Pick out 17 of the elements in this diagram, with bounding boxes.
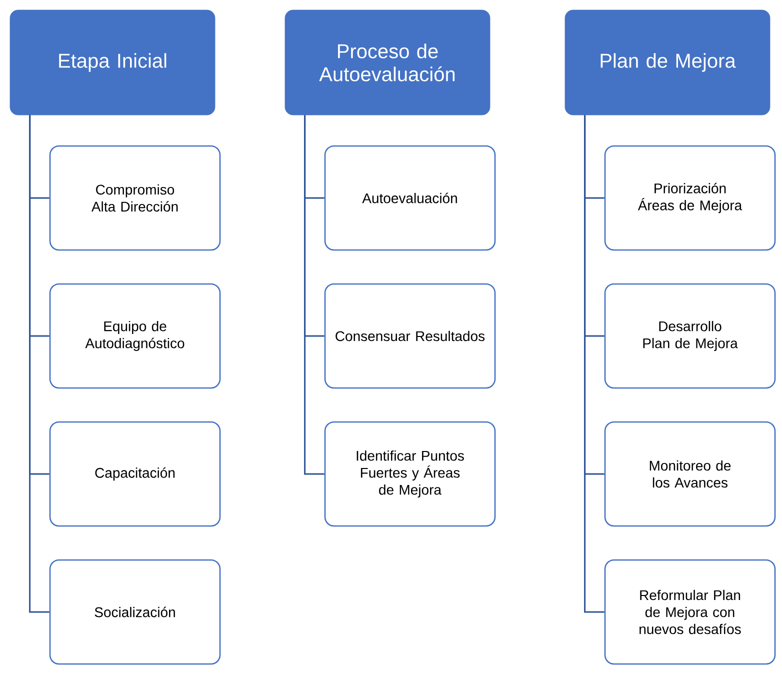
step-box: Equipo de Autodiagnóstico <box>49 283 221 389</box>
header-box: Proceso de Autoevaluación <box>284 10 490 116</box>
header-box: Plan de Mejora <box>564 10 770 116</box>
connector-line <box>304 115 324 475</box>
step-box: Autoevaluación <box>324 145 496 251</box>
connector-line <box>29 115 50 613</box>
step-box: Consensuar Resultados <box>324 283 496 389</box>
step-box: Compromiso Alta Dirección <box>49 145 221 251</box>
step-box: Capacitación <box>49 421 221 527</box>
step-box: Reformular Plan de Mejora con nuevos desafíos <box>604 559 776 665</box>
step-box: Monitoreo de los Avances <box>604 421 776 527</box>
step-box: Identificar Puntos Fuertes y Áreas de Mejora <box>324 421 496 527</box>
step-box: Priorización Áreas de Mejora <box>604 145 776 251</box>
connector-line <box>584 115 604 613</box>
step-box: Socialización <box>49 559 221 665</box>
step-box: Desarrollo Plan de Mejora <box>604 283 776 389</box>
header-box: Etapa Inicial <box>10 10 216 116</box>
